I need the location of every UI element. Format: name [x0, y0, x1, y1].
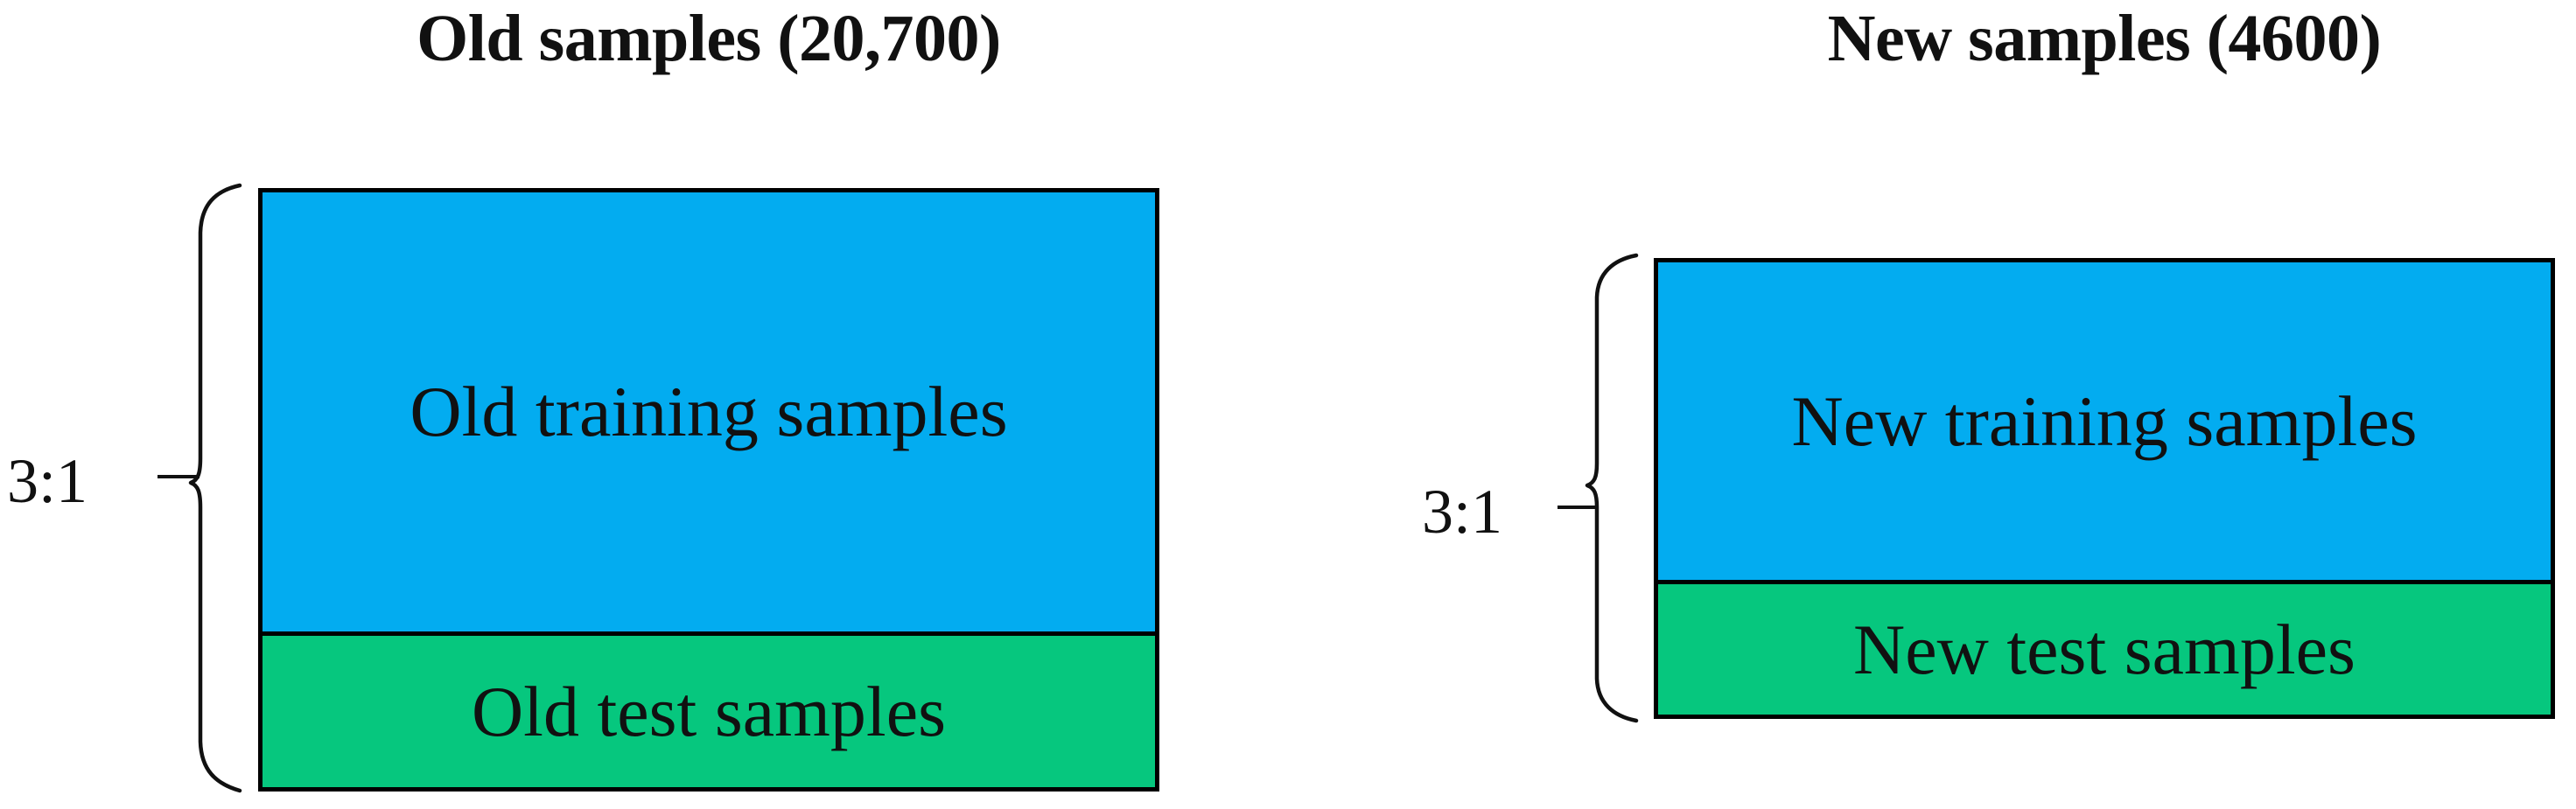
- segment-old-training-samples: Old training samples: [262, 192, 1155, 637]
- ratio-leader-line-old: [158, 475, 200, 478]
- panel-title-new-samples: New samples (4600): [1827, 2, 2382, 75]
- segment-label-old-training: Old training samples: [410, 372, 1008, 452]
- ratio-leader-line-new: [1558, 506, 1597, 509]
- segment-label-new-training: New training samples: [1791, 380, 2418, 461]
- segment-new-training-samples: New training samples: [1658, 262, 2551, 585]
- ratio-label-old: 3:1: [7, 446, 88, 516]
- segment-label-old-test: Old test samples: [471, 671, 947, 751]
- segment-old-test-samples: Old test samples: [262, 636, 1155, 787]
- left-curly-brace-icon-new: [1585, 253, 1639, 723]
- left-curly-brace-icon-old: [188, 183, 242, 793]
- segment-label-new-test: New test samples: [1853, 609, 2356, 689]
- sample-stack-old: Old training samples Old test samples: [258, 188, 1159, 792]
- panel-title-old-samples: Old samples (20,700): [416, 2, 1001, 75]
- sample-stack-new: New training samples New test samples: [1654, 258, 2555, 719]
- ratio-label-new: 3:1: [1422, 477, 1503, 547]
- segment-new-test-samples: New test samples: [1658, 584, 2551, 715]
